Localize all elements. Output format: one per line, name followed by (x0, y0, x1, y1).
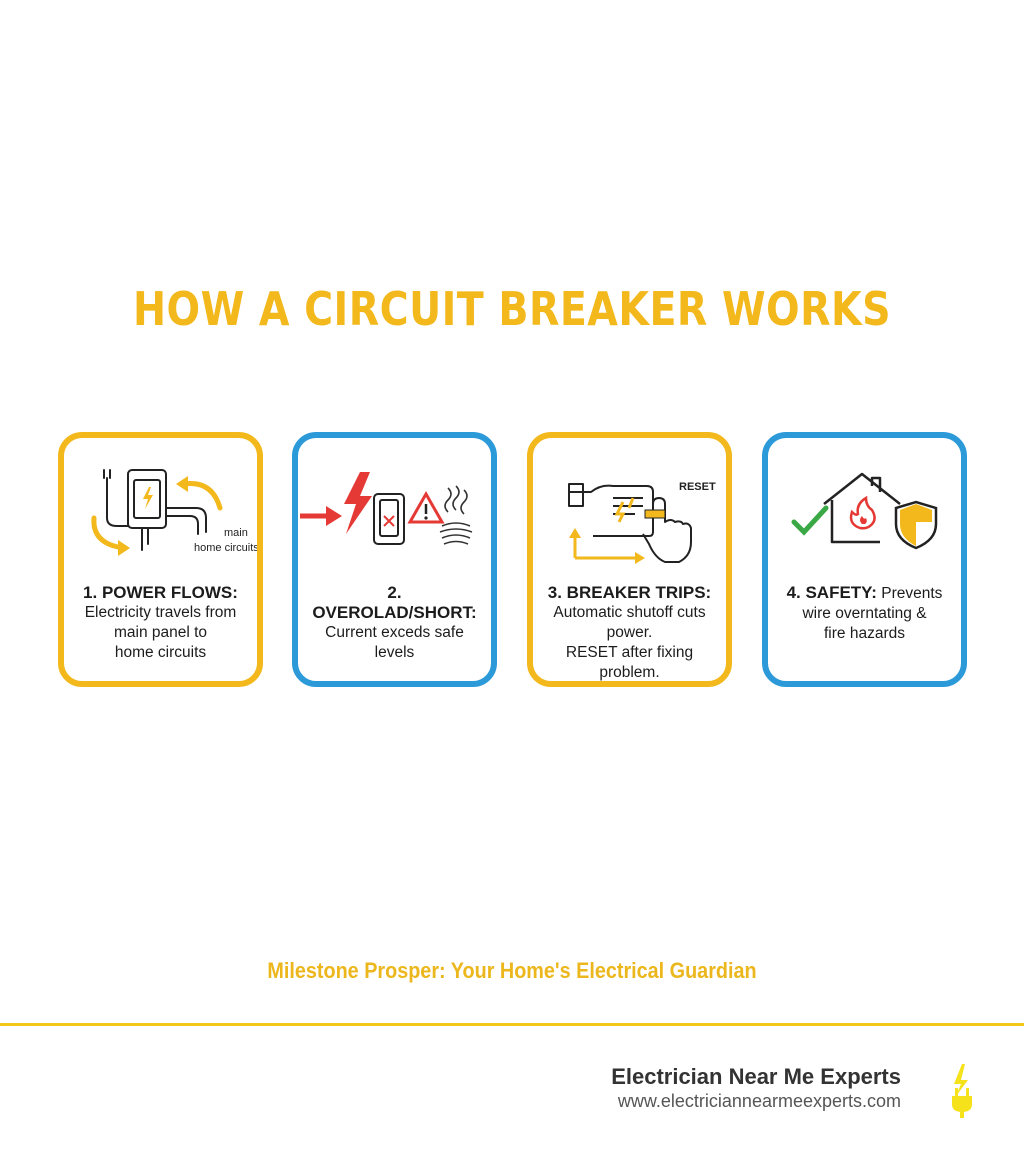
footer-divider (0, 1023, 1024, 1026)
step-text: 1. POWER FLOWS: Electricity travels from… (70, 583, 251, 663)
step-heading: 3. BREAKER TRIPS: (547, 583, 712, 602)
lightning-bolt-icon (344, 472, 372, 534)
electric-panel-icon: main home circuits (91, 469, 257, 556)
brand-block: Electrician Near Me Experts www.electric… (611, 1064, 901, 1112)
overload-icon (300, 472, 473, 545)
warning-icon (407, 490, 445, 524)
brand-name: Electrician Near Me Experts (611, 1064, 901, 1089)
icon-label-main: main (224, 527, 248, 539)
step-line: home circuits (114, 644, 207, 661)
step-text: 3. BREAKER TRIPS: Automatic shutoff cuts… (539, 583, 720, 683)
house-fire-shield-icon (791, 472, 938, 550)
step-heading: 2. OVEROLAD/SHORT: (312, 583, 477, 622)
red-arrow-icon (326, 506, 342, 526)
step-text: 4. SAFETY: Prevents wire overntating & f… (774, 583, 955, 644)
plug-logo-icon (952, 1064, 972, 1118)
step-heading-rest: Prevents (876, 585, 943, 602)
step-card-power-flows: main home circuits 1. POWER FLOWS: Elect… (58, 432, 263, 687)
step-card-safety: 4. SAFETY: Prevents wire overntating & f… (762, 432, 967, 687)
step-card-overload: 2. OVEROLAD/SHORT: Current exceds safe l… (292, 432, 497, 687)
step-line: wire overntating & (802, 605, 927, 622)
step-line: Automatic shutoff cuts power. (553, 604, 706, 641)
step-line: Current exceds safe levels (325, 624, 464, 661)
step-heading: 1. POWER FLOWS: (83, 583, 238, 602)
page-title: HOW A CIRCUIT BREAKER WORKS (132, 282, 892, 336)
step-line: RESET after fixing problem. (565, 644, 694, 681)
hand-switch-icon: RESET (568, 481, 716, 564)
step-heading: 4. SAFETY: (786, 583, 877, 602)
checkmark-icon (791, 505, 829, 536)
step-text: 2. OVEROLAD/SHORT: Current exceds safe l… (304, 583, 485, 663)
step-line: Electricity travels from (84, 604, 237, 621)
reset-label: RESET (679, 481, 716, 493)
step-line: main panel to (113, 624, 208, 641)
step-card-breaker-trips: RESET 3. BREAKER TRIPS: Automatic shutof… (527, 432, 732, 687)
brand-url[interactable]: www.electriciannearmeexperts.com (617, 1091, 901, 1111)
step-line: fire hazards (824, 625, 905, 642)
icon-label-home-circuits: home circuits (194, 542, 257, 554)
tagline: Milestone Prosper: Your Home's Electrica… (267, 958, 757, 983)
